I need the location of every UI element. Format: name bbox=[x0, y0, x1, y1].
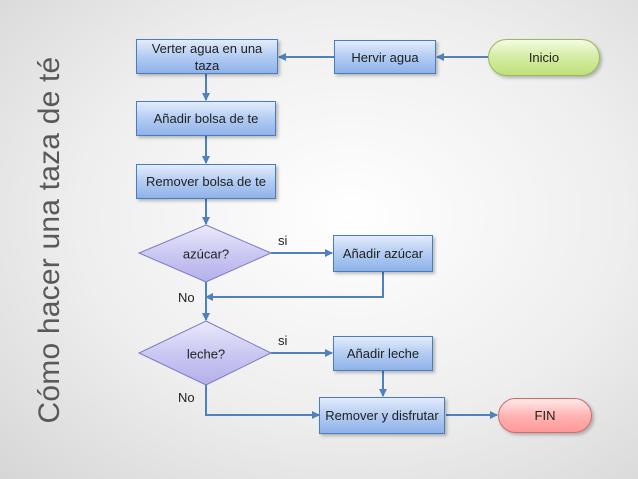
start-node: Inicio bbox=[488, 39, 600, 76]
process-remover-disfrutar-label: Remover y disfrutar bbox=[325, 408, 439, 423]
decision-leche-label: leche? bbox=[186, 346, 226, 362]
process-anadir-leche-label: Añadir leche bbox=[346, 346, 420, 361]
process-remover-bolsa-label: Remover bolsa de te bbox=[146, 174, 266, 189]
decision-leche-shape bbox=[137, 320, 273, 386]
edge-label-si-leche: si bbox=[278, 333, 288, 348]
arrow-leche-no bbox=[205, 384, 320, 419]
process-hervir-agua: Hervir agua bbox=[334, 40, 436, 74]
process-remover-disfrutar: Remover y disfrutar bbox=[319, 397, 445, 434]
end-node-label: FIN bbox=[534, 408, 556, 423]
process-anadir-bolsa: Añadir bolsa de te bbox=[136, 101, 276, 136]
process-verter-agua-label: Verter agua en una taza bbox=[151, 40, 263, 73]
decision-azucar-label: azúcar? bbox=[182, 246, 230, 262]
process-anadir-bolsa-label: Añadir bolsa de te bbox=[153, 111, 259, 126]
process-anadir-leche: Añadir leche bbox=[333, 336, 433, 371]
process-anadir-azucar: Añadir azúcar bbox=[333, 235, 433, 272]
process-verter-agua: Verter agua en una taza bbox=[136, 39, 278, 74]
start-node-label: Inicio bbox=[528, 50, 560, 65]
edge-label-no-leche: No bbox=[178, 390, 195, 405]
end-node: FIN bbox=[498, 398, 592, 433]
process-anadir-azucar-label: Añadir azúcar bbox=[342, 246, 424, 261]
edge-label-si-azucar: si bbox=[278, 233, 288, 248]
arrow-anadir-azucar-return bbox=[205, 272, 384, 301]
process-remover-bolsa: Remover bolsa de te bbox=[136, 164, 276, 199]
process-hervir-agua-label: Hervir agua bbox=[351, 49, 419, 65]
decision-azucar-shape bbox=[137, 224, 273, 283]
edge-label-no-azucar: No bbox=[178, 290, 195, 305]
